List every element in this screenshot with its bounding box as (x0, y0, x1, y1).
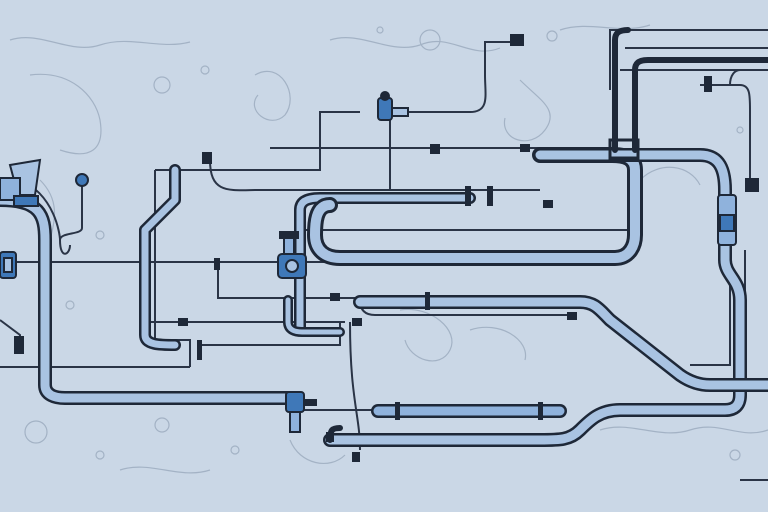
bubble (154, 417, 170, 433)
water-swirls (9, 24, 768, 474)
pipe-coupling-icon (543, 200, 553, 208)
swirl (29, 73, 102, 155)
valve-icon (0, 251, 17, 279)
pressure-gauge-icon (75, 173, 89, 187)
swirl (559, 24, 651, 31)
bubble (65, 300, 75, 310)
pipe-coupling-icon (330, 293, 340, 301)
pipe-coupling-icon (704, 76, 712, 92)
valve-icon (277, 231, 307, 279)
faucet-icon (0, 158, 42, 207)
thin-line (700, 84, 751, 180)
pipe-outline (612, 27, 631, 153)
pipe-coupling-icon (395, 402, 400, 420)
pipe-coupling-icon (352, 318, 362, 326)
pipe-coupling-icon (14, 336, 24, 354)
pipe-coupling-icon (197, 340, 202, 360)
pipe-body (141, 166, 179, 349)
swirl (503, 79, 551, 142)
thin-line (209, 159, 540, 192)
swirl (289, 439, 346, 464)
pipe-coupling-icon (487, 186, 493, 206)
thin-line (240, 111, 360, 171)
pipe-coupling-icon (538, 402, 543, 420)
thin-line (729, 69, 741, 86)
swirl (599, 426, 768, 434)
bubble (419, 29, 441, 51)
pipe-coupling-icon (510, 34, 524, 46)
pipe-body (285, 297, 343, 335)
bubble (230, 445, 240, 455)
swirl (9, 36, 191, 49)
pipe-coupling-icon (465, 186, 471, 206)
pipe-coupling-icon (326, 432, 334, 442)
pipe-coupling-icon (520, 144, 530, 152)
pipe-body (325, 150, 745, 445)
valves (0, 91, 737, 433)
bubble (95, 230, 105, 240)
couplings (14, 34, 759, 462)
pipe-coupling-icon (608, 138, 640, 160)
pipe-coupling-icon (567, 312, 577, 320)
thin-line (609, 29, 768, 90)
valve-icon (717, 194, 737, 246)
swirl (329, 36, 501, 52)
bubble (153, 76, 171, 94)
swirl (469, 326, 527, 361)
pipe-coupling-icon (425, 292, 430, 310)
bubble (200, 65, 210, 75)
swirl (253, 70, 291, 121)
swirl (399, 308, 453, 362)
valve-icon (285, 391, 317, 433)
pipe-coupling-icon (352, 452, 360, 462)
valve-icon (377, 91, 409, 121)
pipe-coupling-icon (202, 152, 212, 164)
bubble (376, 26, 384, 34)
thin-line (380, 41, 520, 113)
thin-line (59, 185, 83, 241)
bubble (95, 450, 105, 460)
swirl (119, 466, 211, 474)
swirl (639, 166, 701, 186)
bubble (24, 420, 48, 444)
pipe-outline (632, 57, 768, 153)
pipe-coupling-icon (214, 258, 220, 270)
main-pipes (0, 27, 768, 447)
pipe-coupling-icon (178, 318, 188, 326)
pipe-coupling-icon (430, 144, 440, 154)
pipe-body (355, 297, 768, 390)
bubble (729, 449, 741, 461)
bubble (546, 30, 558, 42)
pipe-coupling-icon (745, 178, 759, 192)
pipe-body (296, 194, 474, 334)
bubble (736, 126, 744, 134)
